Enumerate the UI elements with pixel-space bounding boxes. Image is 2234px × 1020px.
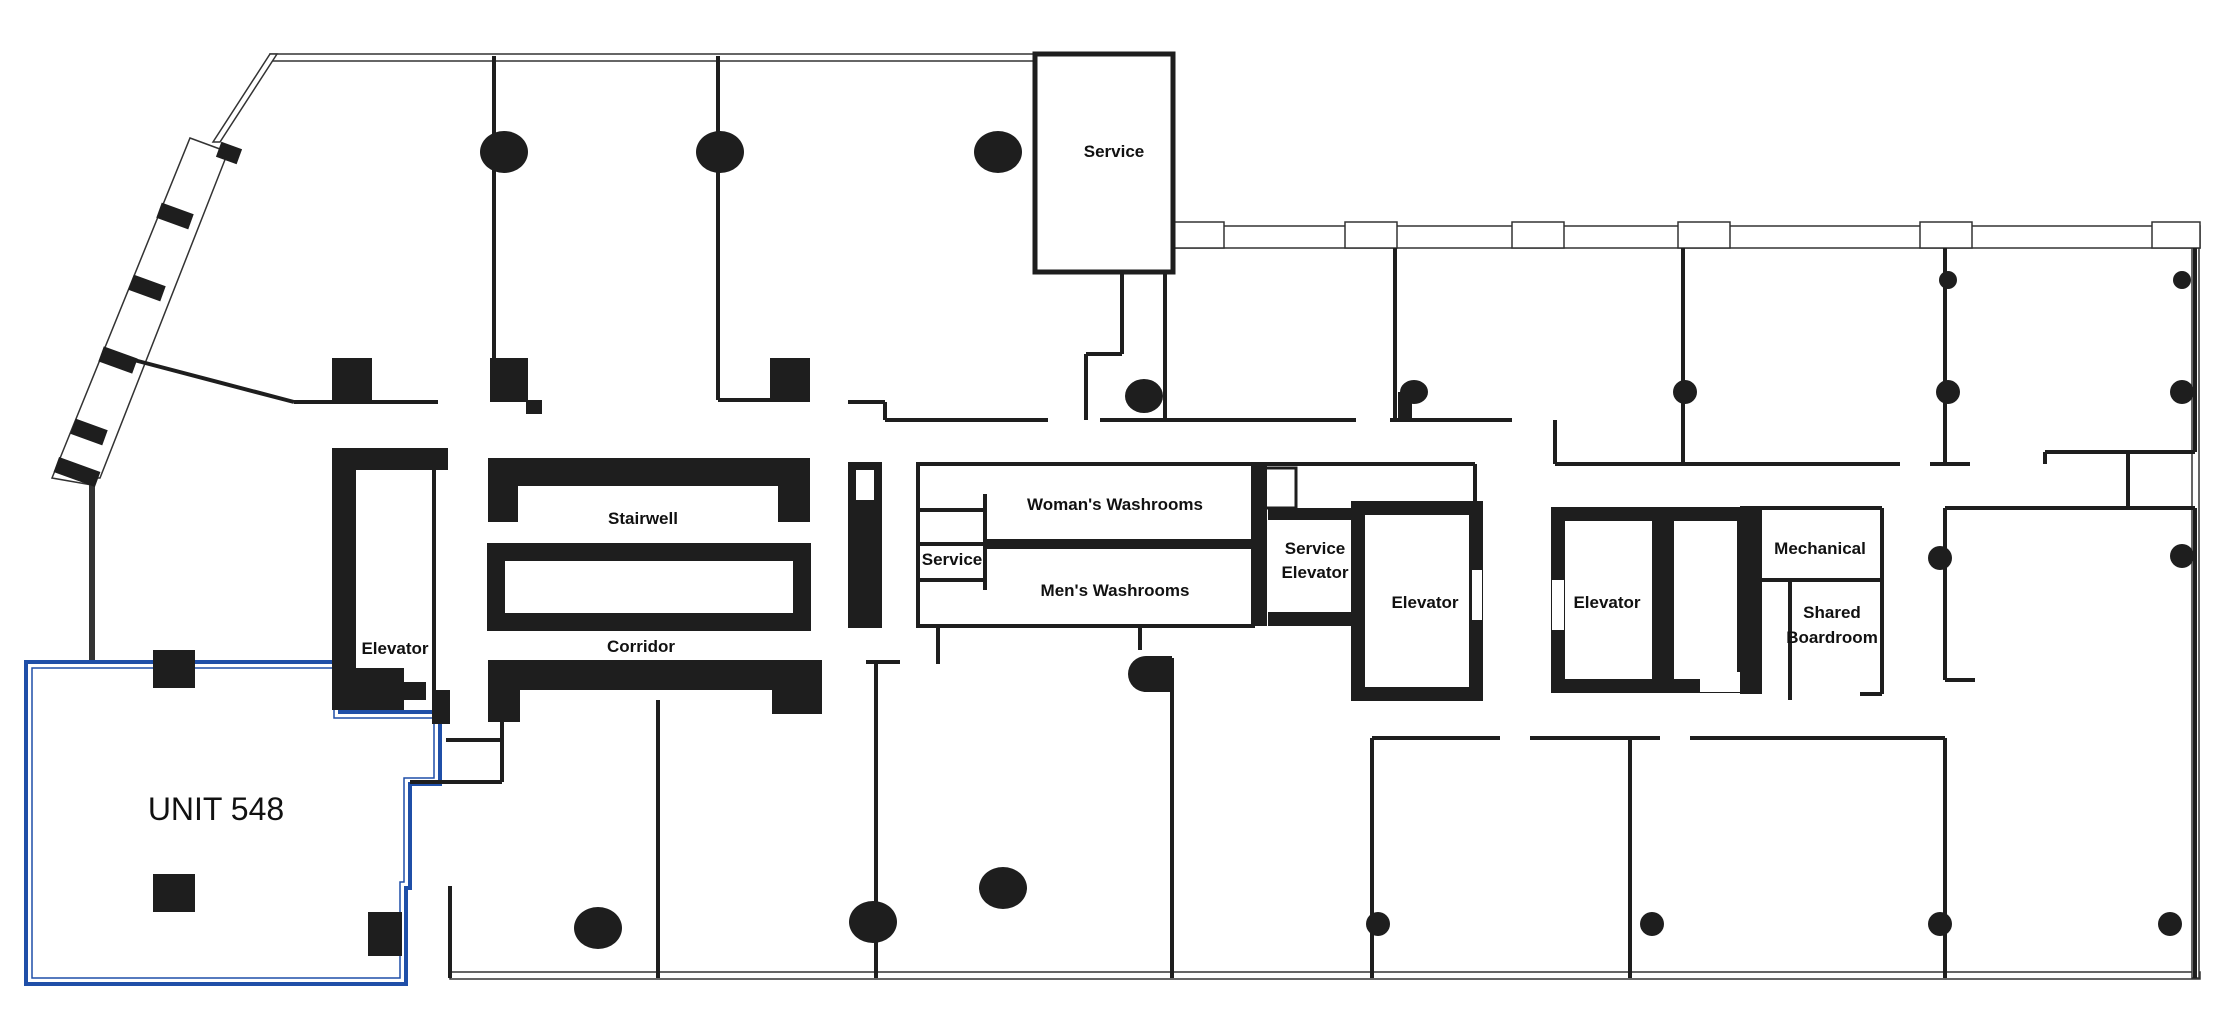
room-labels: Service Stairwell Corridor Elevator Serv… [361,142,1877,658]
columns [332,131,2194,949]
unit-548-label: UNIT 548 [148,791,284,827]
elevator-right-label: Elevator [1573,593,1640,612]
column [368,912,402,956]
service-elevator-label-line2: Elevator [1281,563,1348,582]
stairwell-label: Stairwell [608,509,678,528]
mens-washrooms-label: Men's Washrooms [1041,581,1190,600]
column [153,650,195,688]
service-elevator-label-line1: Service [1285,539,1346,558]
shared-boardroom-label-line1: Shared [1803,603,1861,622]
elevator-center-label: Elevator [1391,593,1458,612]
service-room-label: Service [1084,142,1145,161]
womens-washrooms-label: Woman's Washrooms [1027,495,1203,514]
shared-boardroom-label-line2: Boardroom [1786,628,1878,647]
mechanical-label: Mechanical [1774,539,1866,558]
service-small-label: Service [922,550,983,569]
corridor-label: Corridor [607,637,675,656]
elevator-left-label: Elevator [361,639,428,658]
column [153,874,195,912]
interior-walls [133,51,2197,978]
